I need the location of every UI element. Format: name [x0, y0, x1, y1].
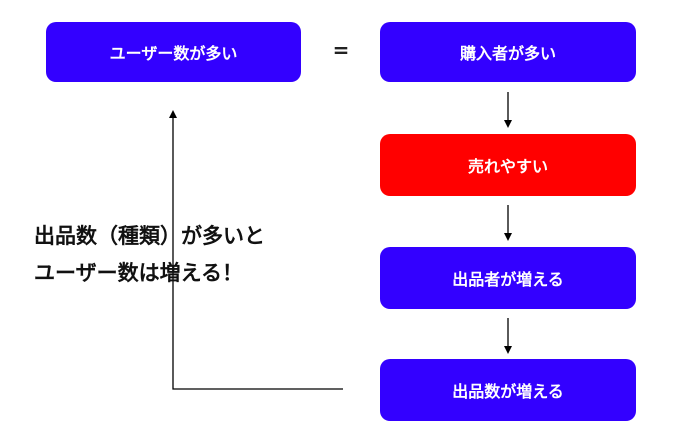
node-sells: 売れやすい [380, 134, 636, 196]
caption-line-1: 出品数（種類）が多いと [34, 224, 265, 248]
node-users-label: ユーザー数が多い [109, 44, 238, 63]
caption-line-2: ユーザー数は増える！ [34, 261, 243, 285]
equals-sign: = [332, 38, 350, 62]
node-sells-label: 売れやすい [467, 157, 548, 176]
explanation-caption: 出品数（種類）が多いと ユーザー数は増える！ [34, 218, 265, 292]
node-buyers-label: 購入者が多い [459, 44, 556, 63]
node-users: ユーザー数が多い [46, 22, 301, 82]
node-listings-label: 出品数が増える [452, 382, 564, 401]
feedback-arrow-listings-to-users [169, 110, 343, 390]
node-sellers: 出品者が増える [380, 247, 636, 309]
node-sellers-label: 出品者が増える [452, 270, 564, 289]
node-listings: 出品数が増える [380, 359, 636, 421]
node-buyers: 購入者が多い [380, 22, 636, 82]
